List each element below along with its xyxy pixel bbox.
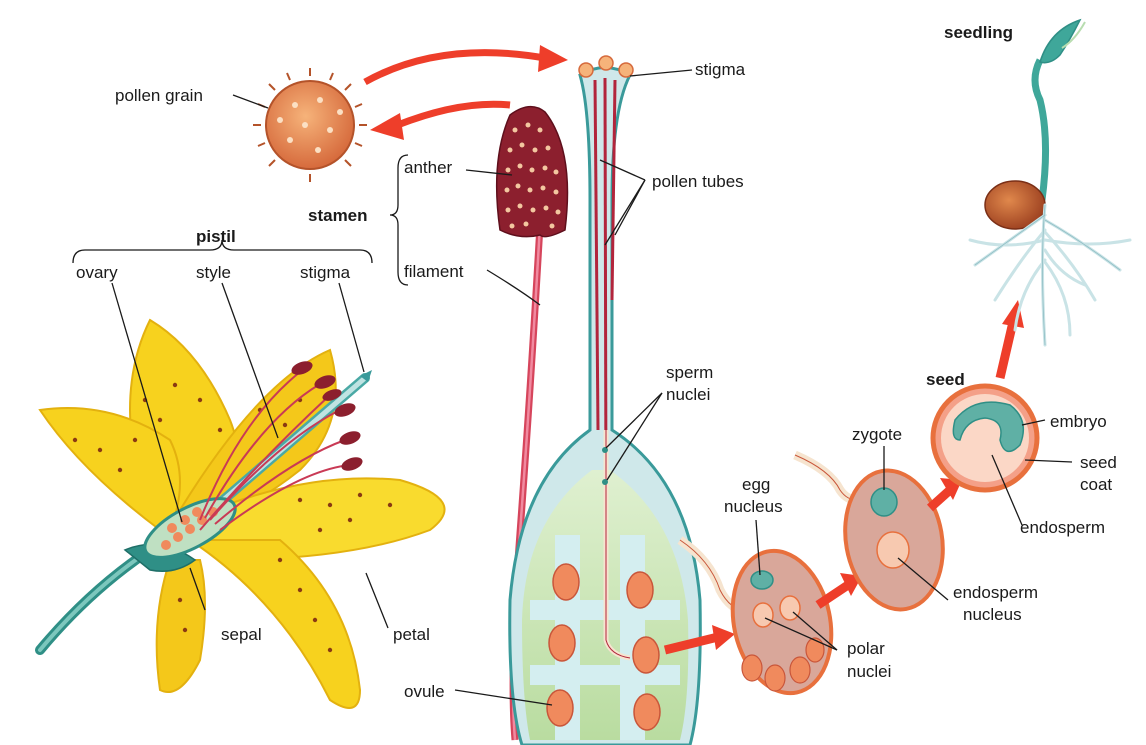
anther-pollen-dots [504,122,561,229]
lily-flower [35,318,446,709]
label-seed: seed [926,370,965,389]
label-style: style [196,263,231,282]
pistil-detail [508,55,702,745]
label-seed-coat-line1: seed [1080,453,1117,472]
label-egg-line2: nucleus [724,497,783,516]
seedling-leaf [1039,18,1082,64]
label-stigma: stigma [300,263,351,282]
leader-lines [72,69,1073,706]
polar-nucleus-2 [779,595,801,621]
pollen-grain-icon [253,68,367,182]
label-sepal: sepal [221,625,262,644]
label-stamen: stamen [308,206,368,225]
label-anther: anther [404,158,453,177]
arrow-anther-to-pollen-head [370,113,404,140]
endosperm-nucleus-shape [876,531,910,569]
seed-stage [930,383,1040,493]
seedling-roots [968,203,1132,347]
label-egg-line1: egg [742,475,770,494]
label-pollen-tubes: pollen tubes [652,172,744,191]
pollen-tube-long-edge [605,430,631,659]
sperm-nucleus-1 [602,447,608,453]
label-ovary: ovary [76,263,118,282]
arrow-ovule-to-stage1-head [712,625,735,650]
ovule-stage-1 [677,536,834,696]
flower-stigma-tip [360,370,372,382]
arrow-anther-to-pollen [393,100,511,130]
polar-nucleus-1 [752,602,774,628]
label-seed-coat-line2: coat [1080,475,1112,494]
arrow-stage2-to-seed [926,486,954,512]
arrow-pollen-to-stigma [363,49,546,86]
sperm-nucleus-2 [602,479,608,485]
label-endosperm: endosperm [1020,518,1105,537]
label-sperm-line2: nuclei [666,385,710,404]
label-filament: filament [404,262,464,281]
petal-front-low [155,559,206,693]
label-ovule: ovule [404,682,445,701]
label-pollen-grain: pollen grain [115,86,203,105]
arrow-seed-to-seedling [995,320,1018,380]
seedling-stage [968,18,1132,347]
ovules [546,563,661,731]
arrow-pollen-to-stigma-head [538,45,568,72]
zygote-shape [870,487,898,517]
stigma-pollen-grains [578,55,634,78]
label-embryo: embryo [1050,412,1107,431]
label-polar-line1: polar [847,639,885,658]
embryo-shape [952,401,1025,453]
egg-nucleus [750,570,774,590]
flower-filaments [199,371,351,531]
arrow-stage1-to-stage2 [815,581,851,609]
flower-stem [35,545,155,655]
label-polar-line2: nuclei [847,662,891,681]
seedling-stem [1031,58,1050,201]
label-zygote: zygote [852,425,902,444]
label-seedling: seedling [944,23,1013,42]
label-endosperm-nucleus-line1: endosperm [953,583,1038,602]
pollen-tubes [593,77,617,501]
label-stigma-top: stigma [695,60,746,79]
arrow-ovule-to-stage1 [663,632,720,655]
seedling-roots-edge [974,204,1121,346]
seedling-leaf-tip [1061,21,1086,49]
labels: seedling stigma pollen grain anther poll… [76,23,1117,701]
label-pistil: pistil [196,227,236,246]
petal-front-bottom [186,539,362,709]
label-petal: petal [393,625,430,644]
flower-anthers [291,361,363,471]
label-sperm-line1: sperm [666,363,713,382]
label-endosperm-nucleus-line2: nucleus [963,605,1022,624]
